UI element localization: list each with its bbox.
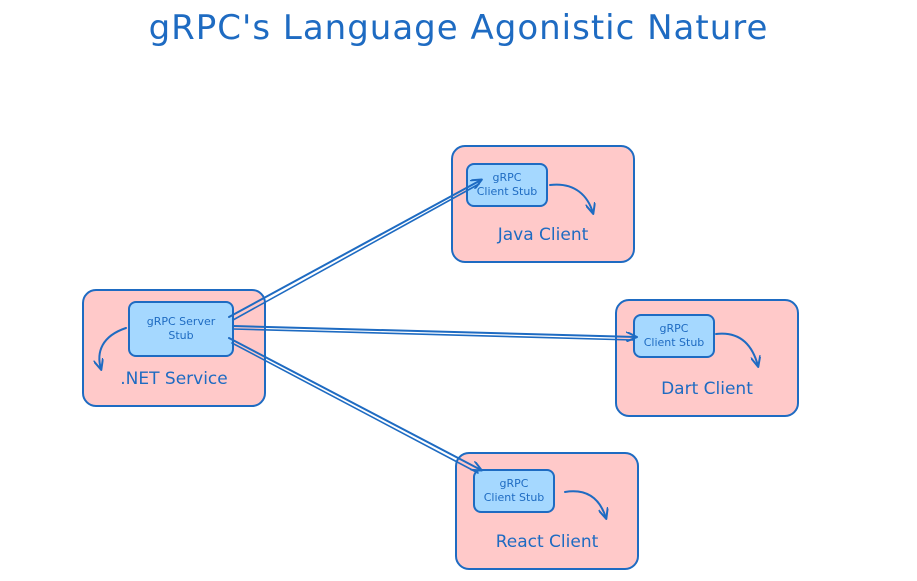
edge-server-to-react (228, 337, 481, 474)
dart-stub-line2: Client Stub (643, 336, 705, 349)
node-label-react-client: React Client (495, 532, 599, 552)
node-label-java-client: Java Client (497, 225, 589, 245)
curved-arrow-java (549, 183, 593, 213)
diagram-title: gRPC's Language Agonistic Nature (148, 8, 769, 48)
react-stub-line1: gRPC (499, 477, 529, 490)
node-java-client[interactable]: gRPC Client Stub Java Client (451, 145, 635, 263)
curved-arrow-dart (715, 332, 758, 366)
node-label-dart-client: Dart Client (661, 379, 753, 399)
grpc-server-stub[interactable]: gRPC Server Stub (128, 301, 234, 357)
react-client-stub[interactable]: gRPC Client Stub (473, 469, 555, 513)
node-label-dotnet-service: .NET Service (120, 369, 228, 389)
curved-arrow-server (99, 327, 127, 369)
server-stub-line2: Stub (168, 329, 194, 342)
dart-stub-line1: gRPC (659, 322, 689, 335)
react-stub-line2: Client Stub (483, 491, 545, 504)
edge-server-to-dart (232, 325, 636, 340)
node-dotnet-service[interactable]: gRPC Server Stub .NET Service (82, 289, 266, 407)
curved-arrow-react (564, 490, 606, 518)
edge-server-to-java (228, 180, 481, 321)
java-stub-line1: gRPC (492, 171, 522, 184)
server-stub-line1: gRPC Server (146, 315, 216, 328)
java-stub-line2: Client Stub (476, 185, 538, 198)
